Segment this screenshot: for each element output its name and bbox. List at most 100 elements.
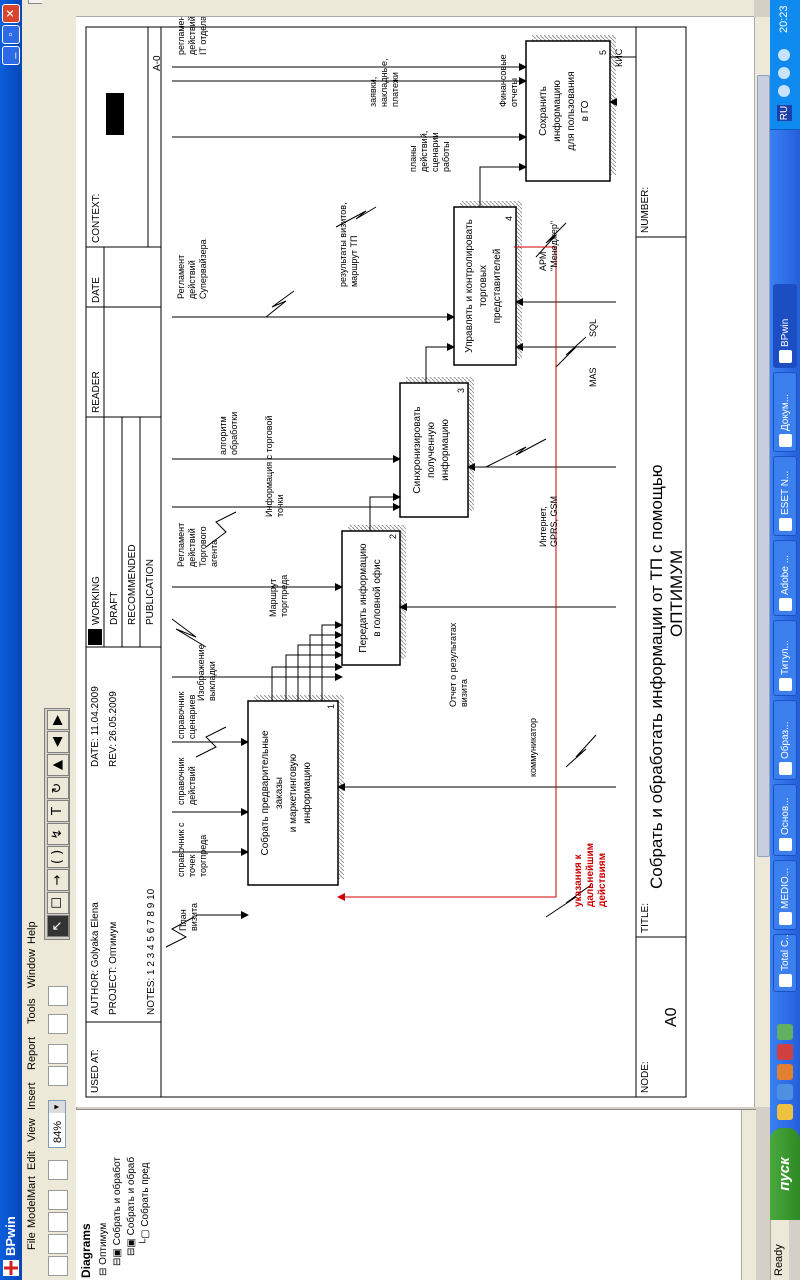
- zoom-in-icon[interactable]: [48, 1066, 68, 1086]
- close-button[interactable]: ✕: [2, 4, 20, 23]
- label-kis: КИС: [614, 48, 624, 67]
- squiggle-tool-icon[interactable]: ↯: [47, 823, 69, 845]
- notes-text: NOTES: 1 2 3 4 5 6 7 8 9 10: [146, 888, 157, 1015]
- label-rezultaty-2: маршрут ТП: [349, 236, 359, 287]
- task-titul[interactable]: Титул...: [773, 620, 797, 696]
- activity-box-4[interactable]: Управлять и контролировать торговых пред…: [453, 201, 522, 366]
- date-label: DATE: [91, 277, 102, 303]
- quicklaunch-browser-icon[interactable]: [777, 1104, 793, 1120]
- task-osnov[interactable]: Основ...: [773, 784, 797, 856]
- quicklaunch-ie-icon[interactable]: [777, 1084, 793, 1100]
- box-5-line-2: информацию: [551, 80, 563, 142]
- label-plany-3: сценарии: [430, 132, 440, 172]
- box-tool-icon[interactable]: ☐: [47, 892, 69, 914]
- language-indicator[interactable]: RU: [777, 105, 792, 121]
- task-label: Титул...: [780, 640, 791, 675]
- frame-footer: NODE: A0 TITLE: Собрать и обработать инф…: [635, 27, 686, 1097]
- box-4-line-3: представителей: [492, 249, 503, 324]
- refresh-tool-icon[interactable]: ↻: [47, 777, 69, 799]
- menu-modelmart[interactable]: ModelMart: [26, 1176, 38, 1228]
- menu-window[interactable]: Window: [26, 948, 38, 988]
- zoom-out-icon[interactable]: [48, 1044, 68, 1064]
- menu-insert[interactable]: Insert: [26, 1082, 38, 1110]
- tool-palette: ↖ ☐ → ( ) ↯ T ↻ ▲ ◀ ▶: [44, 708, 70, 940]
- label-algoritm-2: обработки: [229, 412, 239, 455]
- tray-network-icon[interactable]: [778, 85, 790, 97]
- zoom-select[interactable]: 84% ▼: [48, 1100, 66, 1148]
- save-icon[interactable]: [48, 1212, 68, 1232]
- open-icon[interactable]: [48, 1234, 68, 1254]
- title-label: TITLE:: [640, 903, 651, 933]
- box-3-line-2: полученную: [426, 422, 437, 478]
- activity-box-2[interactable]: Передать информацию в головной офис 2: [341, 525, 406, 666]
- menu-edit[interactable]: Edit: [26, 1151, 38, 1170]
- task-adobe[interactable]: Adobe ...: [773, 540, 797, 616]
- task-obraz[interactable]: Образ...: [773, 700, 797, 780]
- clock: 20:23: [778, 5, 790, 33]
- label-sprav-scen-2: сценариев: [187, 694, 197, 739]
- task-bpwin[interactable]: BPwin: [773, 284, 797, 368]
- arrow-tool-icon[interactable]: →: [47, 869, 69, 891]
- tree-item-label: Собрать и обработ: [112, 1156, 123, 1246]
- go-next-icon[interactable]: ▶: [47, 710, 69, 730]
- tray-volume-icon[interactable]: [778, 49, 790, 61]
- diagram-canvas[interactable]: USED AT: AUTHOR: Golyaka Elena PROJECT: …: [76, 11, 754, 1107]
- task-dokum[interactable]: Докум...: [773, 372, 797, 452]
- task-medio[interactable]: MEDIO...: [773, 860, 797, 930]
- new-icon[interactable]: [48, 1256, 68, 1276]
- task-label: MEDIO...: [780, 867, 791, 909]
- app-titlebar: BPwin _ ▫ ✕: [0, 0, 22, 1280]
- label-sprav-deist-2: действий: [187, 766, 197, 805]
- label-kommunikator: коммуникатор: [528, 718, 538, 777]
- status-text: Ready: [773, 1244, 785, 1276]
- menu-help[interactable]: Help: [26, 921, 38, 944]
- print-icon[interactable]: [48, 1190, 68, 1210]
- menu-view[interactable]: View: [26, 1118, 38, 1142]
- activity-box-5[interactable]: Сохранить информацию для пользования в Г…: [525, 35, 616, 182]
- task-icon: [779, 350, 792, 363]
- label-fin-1: Финансовые: [498, 54, 508, 107]
- chevron-down-icon[interactable]: ▼: [49, 1101, 65, 1113]
- label-marshrut-2: торгпреда: [279, 575, 289, 617]
- print-preview-icon[interactable]: [48, 1160, 68, 1180]
- minimize-button[interactable]: _: [2, 46, 20, 65]
- help-icon[interactable]: [48, 986, 68, 1006]
- statusbar: Ready: [770, 1220, 789, 1280]
- tree-item-2[interactable]: ⊟▣ Собрать и обраб: [126, 1156, 137, 1256]
- quicklaunch-folder-icon[interactable]: [777, 1024, 793, 1040]
- go-up-icon[interactable]: ▲: [47, 754, 69, 776]
- horizontal-scrollbar[interactable]: [754, 17, 771, 1107]
- tunnel-tool-icon[interactable]: ( ): [47, 846, 69, 868]
- label-sprav-tochek-3: торгпреда: [198, 835, 208, 877]
- feedback-arrow: [337, 246, 557, 901]
- frame-border: [85, 26, 687, 1098]
- menu-tools[interactable]: Tools: [26, 998, 38, 1024]
- mdi-close-button[interactable]: x: [28, 0, 43, 4]
- task-eset[interactable]: ESET N...: [773, 456, 797, 536]
- go-prev-icon[interactable]: ◀: [47, 731, 69, 753]
- quicklaunch-media-icon[interactable]: [777, 1064, 793, 1080]
- model-explorer-icon[interactable]: [48, 1014, 68, 1034]
- text-tool-icon[interactable]: T: [47, 800, 69, 822]
- reader-label: READER: [91, 371, 102, 413]
- bpwin-icon: [3, 1260, 19, 1276]
- maximize-button[interactable]: ▫: [2, 25, 20, 44]
- task-total-commander[interactable]: Total C...: [773, 934, 797, 992]
- tree-root[interactable]: ⊟ Оптимум: [98, 1222, 109, 1276]
- vertical-scrollbar[interactable]: [76, 0, 754, 17]
- quicklaunch-app-icon[interactable]: [777, 1044, 793, 1060]
- activity-box-1[interactable]: Собрать предварительные заказы и маркети…: [247, 695, 344, 886]
- tree-item-3[interactable]: └▢ Собрать пред: [140, 1162, 151, 1246]
- tree-item-1[interactable]: ⊟▣ Собрать и обработ: [112, 1156, 123, 1266]
- box-5-line-1: Сохранить: [538, 86, 549, 136]
- status-draft: DRAFT: [109, 592, 120, 625]
- menu-report[interactable]: Report: [26, 1036, 38, 1070]
- menu-file[interactable]: File: [26, 1232, 38, 1250]
- activity-box-3[interactable]: Синхронизировать полученную информацию 3: [399, 377, 474, 518]
- pointer-tool-icon[interactable]: ↖: [47, 915, 69, 937]
- start-button[interactable]: пуск: [770, 1128, 800, 1220]
- tray-antivirus-icon[interactable]: [778, 67, 790, 79]
- scroll-thumb[interactable]: [757, 75, 770, 857]
- label-zayavki-3: платежи: [390, 72, 400, 107]
- left-scrollbar[interactable]: [741, 1110, 756, 1280]
